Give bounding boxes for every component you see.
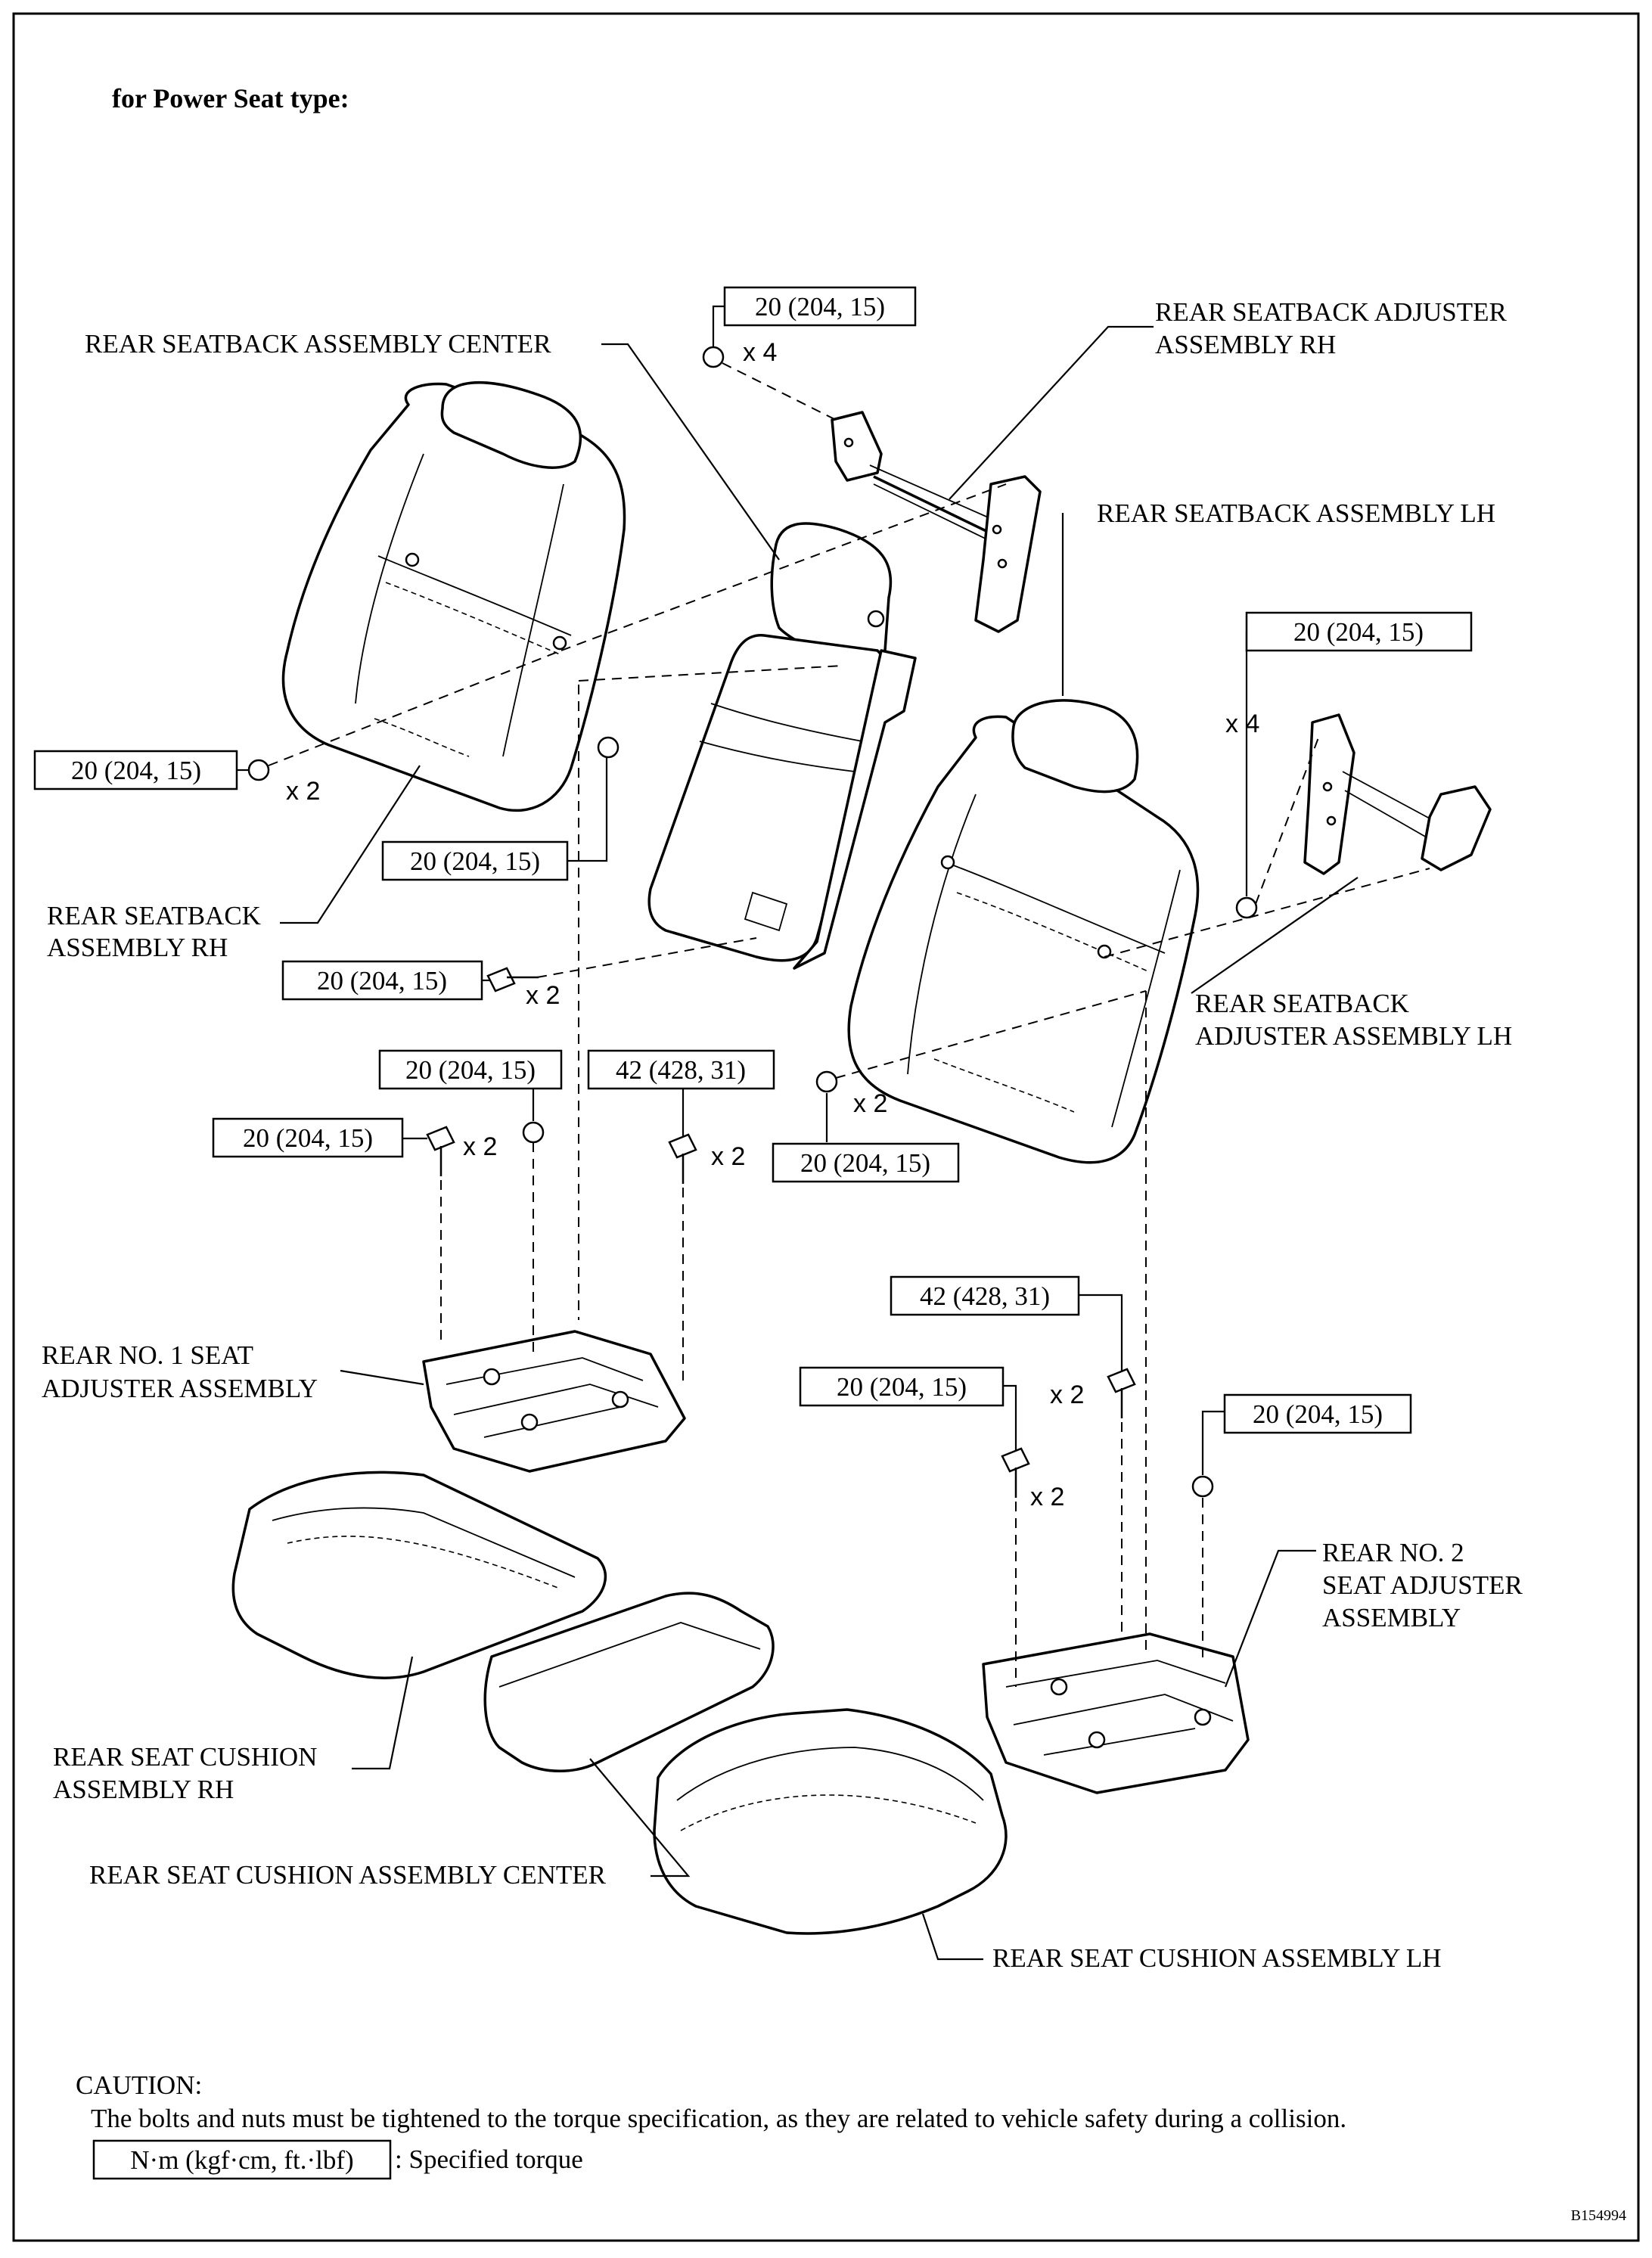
label-rear-seatback-center: REAR SEATBACK ASSEMBLY CENTER	[85, 329, 551, 359]
page-heading: for Power Seat type:	[112, 83, 349, 113]
rear-seat-cushion-center	[483, 1592, 775, 1772]
svg-text:20 (204, 15): 20 (204, 15)	[405, 1055, 536, 1085]
torque-box-center-bolt: 20 (204, 15)	[281, 960, 483, 1001]
svg-text:42 (428, 31): 42 (428, 31)	[920, 1281, 1050, 1311]
label-adjuster-lh-2: ADJUSTER ASSEMBLY LH	[1195, 1021, 1512, 1051]
bolt-center	[486, 967, 539, 992]
qty-bolt-no1-right: x 2	[711, 1142, 745, 1171]
label-adjuster-lh-1: REAR SEATBACK	[1195, 989, 1409, 1018]
label-cushion-rh-2: ASSEMBLY RH	[53, 1775, 234, 1804]
torque-box-no2-bolt-top: 42 (428, 31)	[890, 1275, 1080, 1316]
bolt-no1-left	[426, 1126, 455, 1176]
rear-no1-seat-adjuster	[422, 1330, 686, 1473]
label-cushion-rh-1: REAR SEAT CUSHION	[53, 1742, 317, 1772]
label-adjuster-rh-2: ASSEMBLY RH	[1155, 330, 1336, 359]
svg-text:42 (428, 31): 42 (428, 31)	[616, 1055, 746, 1085]
qty-bolt-no1-left: x 2	[463, 1132, 497, 1161]
torque-box-no1-bolt-right: 42 (428, 31)	[587, 1049, 775, 1090]
label-no1-adjuster-1: REAR NO. 1 SEAT	[42, 1340, 253, 1370]
legend-torque-box: N·m (kgf·cm, ft.·lbf)	[92, 2139, 392, 2180]
figure-code: B154994	[1571, 2207, 1626, 2224]
label-seatback-rh-2: ASSEMBLY RH	[47, 933, 228, 962]
rear-seat-cushion-lh	[653, 1708, 1008, 1935]
label-no2-adjuster-3: ASSEMBLY	[1322, 1603, 1461, 1632]
torque-box-seatback-lh: 20 (204, 15)	[772, 1142, 960, 1183]
svg-text:20 (204, 15): 20 (204, 15)	[755, 292, 885, 321]
qty-nut-adjuster-lh: x 4	[1225, 710, 1259, 738]
caution-text: The bolts and nuts must be tightened to …	[91, 2104, 1346, 2133]
label-seatback-rh-1: REAR SEATBACK	[47, 901, 261, 930]
rear-seatback-adjuster-lh	[1303, 713, 1492, 875]
label-seatback-lh: REAR SEATBACK ASSEMBLY LH	[1097, 498, 1495, 528]
rear-seatback-lh	[847, 699, 1200, 1164]
bolt-no2-left	[1001, 1447, 1030, 1498]
svg-text:20 (204, 15): 20 (204, 15)	[837, 1372, 967, 1402]
nut-no2-right	[1191, 1475, 1214, 1498]
nut-seatback-lh	[815, 1070, 838, 1093]
svg-text:N·m (kgf·cm, ft.·lbf): N·m (kgf·cm, ft.·lbf)	[130, 2145, 353, 2175]
rear-seat-cushion-rh	[231, 1471, 607, 1679]
svg-text:20 (204, 15): 20 (204, 15)	[1293, 617, 1424, 647]
rear-no2-seat-adjuster	[982, 1632, 1250, 1794]
qty-nut-seatback-lh: x 2	[853, 1089, 887, 1118]
nut-adjuster-lh	[1235, 896, 1258, 919]
label-adjuster-rh-1: REAR SEATBACK ADJUSTER	[1155, 297, 1507, 327]
rear-seatback-adjuster-rh	[831, 411, 1042, 633]
svg-text:20 (204, 15): 20 (204, 15)	[71, 756, 201, 785]
qty-nut-adjuster-rh: x 4	[743, 338, 777, 367]
label-no2-adjuster-1: REAR NO. 2	[1322, 1538, 1464, 1567]
rear-seatback-center	[647, 522, 917, 970]
torque-box-no1-nut: 20 (204, 15)	[378, 1049, 563, 1090]
svg-text:20 (204, 15): 20 (204, 15)	[800, 1148, 930, 1178]
torque-box-adjuster-rh: 20 (204, 15)	[723, 286, 917, 327]
svg-text:20 (204, 15): 20 (204, 15)	[317, 966, 447, 995]
page-border	[12, 12, 1640, 2242]
svg-text:20 (204, 15): 20 (204, 15)	[243, 1123, 373, 1153]
nut-center-upper	[597, 736, 620, 759]
nut-adjuster-rh	[702, 346, 725, 368]
svg-text:20 (204, 15): 20 (204, 15)	[410, 846, 540, 876]
label-cushion-lh: REAR SEAT CUSHION ASSEMBLY LH	[992, 1943, 1442, 1973]
legend-description: : Specified torque	[395, 2145, 583, 2174]
label-no1-adjuster-2: ADJUSTER ASSEMBLY	[42, 1374, 318, 1403]
install-lines	[268, 362, 1430, 1687]
label-cushion-center: REAR SEAT CUSHION ASSEMBLY CENTER	[89, 1860, 607, 1890]
nut-no1-center	[522, 1121, 545, 1144]
nut-seatback-rh	[247, 759, 270, 781]
svg-text:20 (204, 15): 20 (204, 15)	[1253, 1399, 1383, 1429]
torque-box-no2-nut: 20 (204, 15)	[1223, 1393, 1412, 1434]
torque-box-seatback-rh: 20 (204, 15)	[33, 750, 238, 790]
leader-lines	[237, 305, 1359, 1961]
torque-box-adjuster-lh: 20 (204, 15)	[1245, 611, 1473, 652]
qty-nut-seatback-rh: x 2	[286, 777, 320, 806]
qty-bolt-no2-left: x 2	[1030, 1483, 1064, 1511]
torque-box-no2-bolt-left: 20 (204, 15)	[799, 1366, 1005, 1407]
qty-bolt-center: x 2	[526, 981, 560, 1010]
label-no2-adjuster-2: SEAT ADJUSTER	[1322, 1570, 1523, 1600]
hardware	[247, 346, 1258, 1498]
bolt-no1-right	[668, 1133, 697, 1184]
caution-title: CAUTION:	[76, 2070, 202, 2100]
torque-box-center-upper: 20 (204, 15)	[381, 840, 569, 881]
torque-box-no1-bolt-left: 20 (204, 15)	[212, 1117, 404, 1158]
bolt-no2-top	[1107, 1368, 1136, 1418]
qty-bolt-no2-top: x 2	[1050, 1381, 1084, 1409]
rear-seatback-rh	[281, 380, 626, 812]
